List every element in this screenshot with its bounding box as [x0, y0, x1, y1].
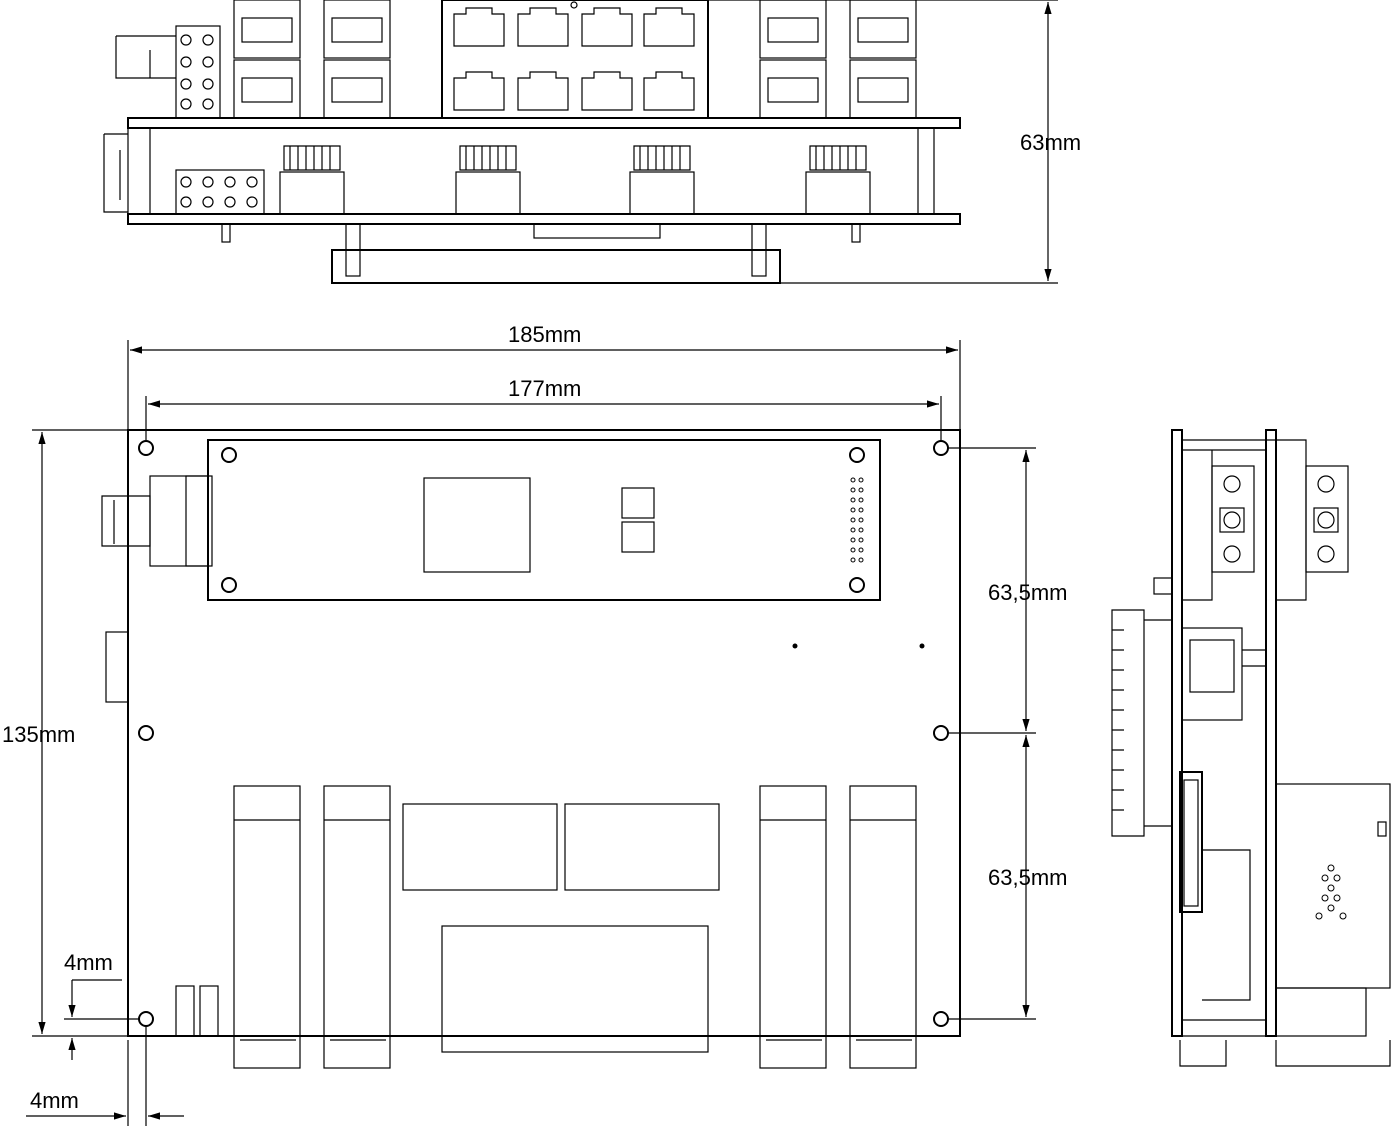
dim-spacing-upper: 63,5mm — [948, 447, 1067, 734]
dim-width-overall: 185mm — [127, 322, 961, 430]
dim-height-overall: 135mm — [2, 429, 128, 1037]
dim-label-4mm-vertical: 4mm — [64, 950, 113, 975]
side-view — [1111, 429, 1391, 1067]
dim-label-63-5mm-upper: 63,5mm — [988, 580, 1067, 605]
dim-spacing-lower: 63,5mm — [948, 735, 1067, 1020]
dim-label-135mm: 135mm — [2, 722, 75, 747]
dim-label-63mm: 63mm — [1020, 130, 1081, 155]
dim-label-4mm-horizontal: 4mm — [30, 1088, 79, 1113]
dim-width-holes: 177mm — [145, 376, 942, 440]
dim-label-63-5mm-lower: 63,5mm — [988, 865, 1067, 890]
front-view — [103, 0, 961, 284]
dim-offset-horizontal: 4mm — [26, 1026, 184, 1126]
dim-height-top: 63mm — [700, 0, 1081, 284]
dim-label-185mm: 185mm — [508, 322, 581, 347]
dim-label-177mm: 177mm — [508, 376, 581, 401]
dim-offset-vertical: 4mm — [64, 950, 140, 1060]
plan-view — [101, 429, 961, 1069]
